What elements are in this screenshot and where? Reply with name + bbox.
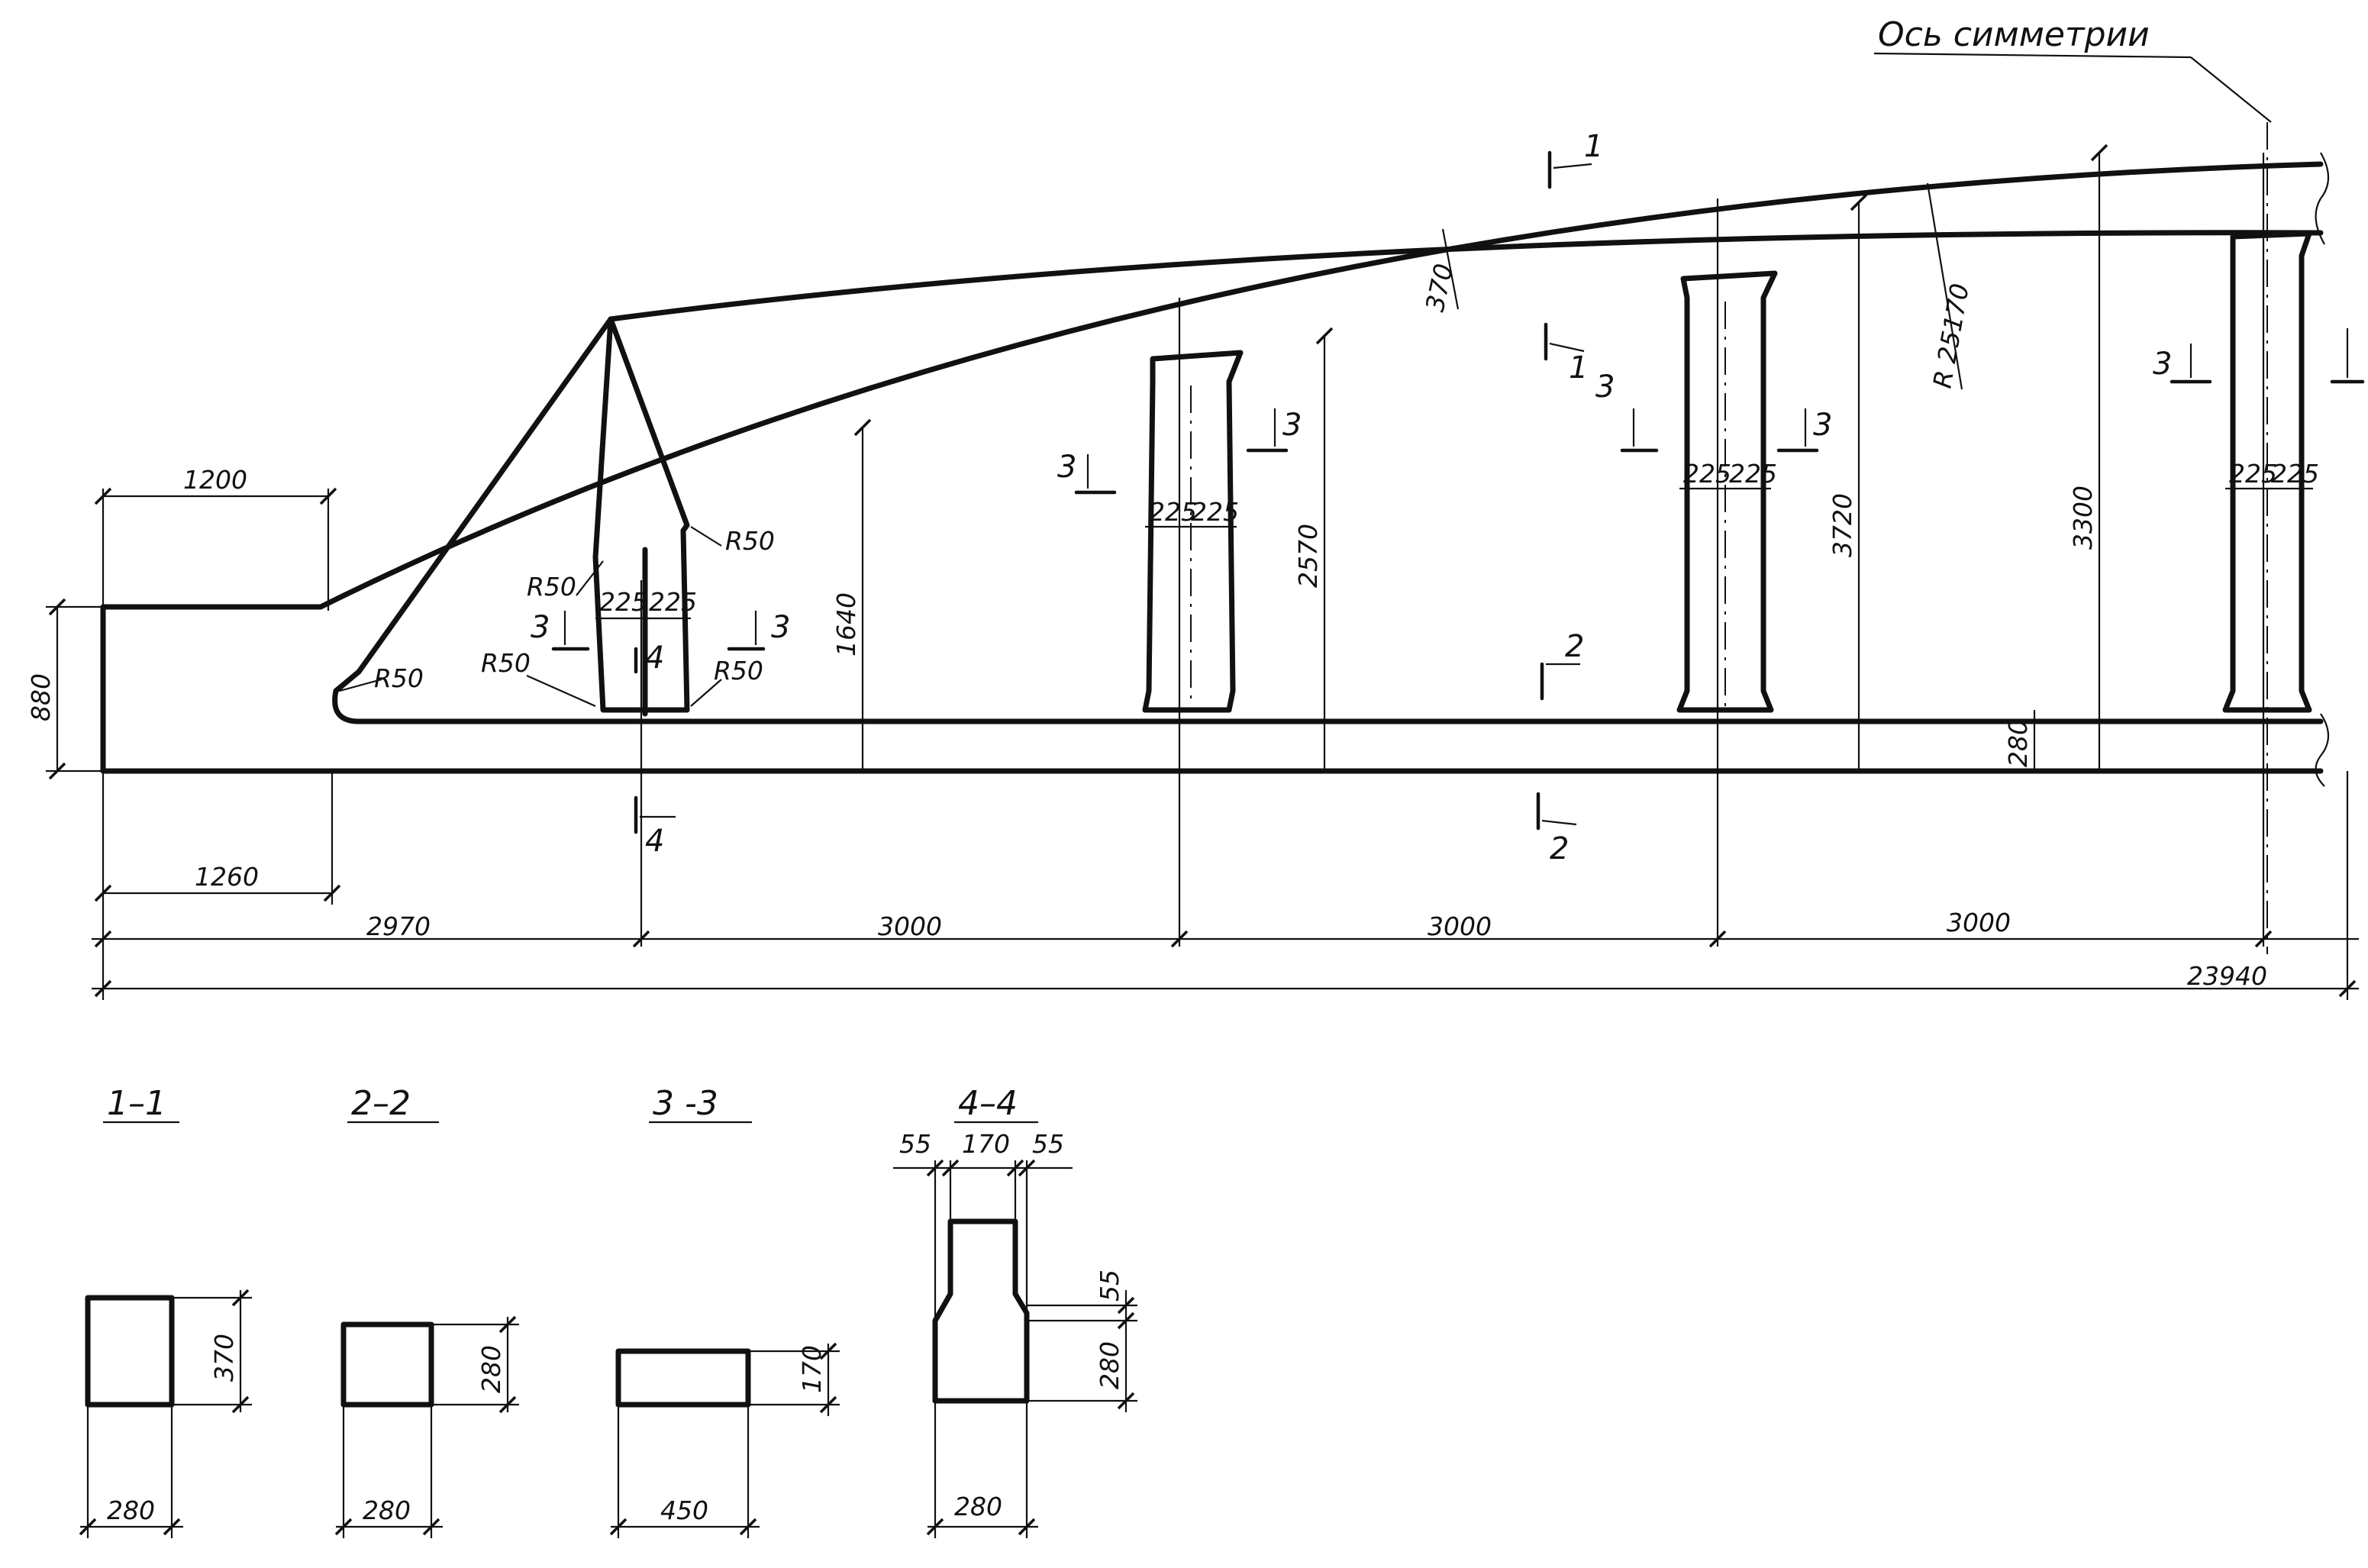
dim-span-4: 3000	[1947, 908, 2011, 937]
section-1-1-width: 280	[107, 1495, 155, 1525]
section-4-4-top-right: 55	[1032, 1129, 1064, 1159]
dim-post3-right: 225	[1729, 459, 1777, 489]
truss-outline	[100, 161, 2324, 774]
section-marks: 1 1 2 2 4 4 3 3 3 3	[531, 129, 2365, 866]
dim-overall: 23940	[2187, 961, 2267, 991]
mark-4-bottom: 4	[645, 824, 664, 859]
section-4-4-title: 4–4	[958, 1084, 1018, 1123]
radius-label: R 25170	[1927, 281, 1974, 390]
dimensions: 1200 1260 2970 3000 3000 3000 23940 880 …	[26, 144, 2359, 1000]
dim-end-step-top: 1200	[183, 465, 247, 495]
dim-post4-right: 225	[2271, 459, 2319, 489]
axis-leader-h	[1873, 52, 2192, 59]
section-2-2-width: 280	[363, 1495, 411, 1525]
dim-post3-left: 225	[1683, 459, 1731, 489]
r50-label-end: R50	[374, 663, 424, 693]
dim-span-2: 3000	[878, 911, 942, 941]
section-4-4-height: 280	[1095, 1341, 1124, 1389]
section-3-3-height: 170	[797, 1345, 827, 1393]
section-3-3-width: 450	[660, 1495, 708, 1525]
opening-first	[592, 316, 690, 713]
section-4-4-width: 280	[954, 1492, 1002, 1521]
section-3-3: 3 -3 170 450	[609, 1084, 840, 1538]
truss-elevation: R 25170 Ось симметрии R50 R50 R50 R50 R5…	[100, 15, 2330, 954]
section-2-2-title: 2–2	[351, 1084, 411, 1123]
svg-text:3: 3	[1813, 408, 1832, 443]
post-second	[1142, 350, 1244, 713]
post-third	[1676, 270, 1778, 713]
dim-post1-right: 225	[649, 587, 697, 617]
dim-post1-left: 225	[599, 587, 647, 617]
dim-bottom-chord: 280	[2003, 719, 2033, 767]
svg-text:3: 3	[531, 610, 550, 645]
svg-text:3: 3	[771, 610, 790, 645]
dim-post2-left: 225	[1149, 497, 1197, 527]
break-line-top	[2315, 152, 2329, 245]
section-3-3-title: 3 -3	[653, 1084, 718, 1123]
r50-label-bottom-right: R50	[714, 656, 763, 686]
dim-end-step-bottom: 1260	[195, 862, 259, 892]
mark-4-top: 4	[645, 640, 664, 676]
mark-2-top: 2	[1565, 629, 1584, 664]
section-4-4-top-mid: 170	[962, 1129, 1010, 1159]
section-1-1-title: 1–1	[107, 1084, 166, 1123]
r50-label-bottom-left: R50	[481, 648, 531, 678]
section-4-4-notch: 55	[1095, 1270, 1124, 1302]
dim-top-chord: 370	[1420, 261, 1459, 315]
section-2-2-height: 280	[476, 1345, 506, 1393]
r50-label-top: R50	[725, 526, 775, 556]
dim-span-first: 2970	[366, 911, 431, 941]
mark-1-top: 1	[1584, 129, 1603, 164]
dim-h1: 1640	[831, 592, 861, 657]
section-2-2: 2–2 280 280	[334, 1084, 519, 1538]
r50-label-left: R50	[527, 572, 576, 602]
dim-post4-left: 225	[2229, 459, 2277, 489]
section-4-4: 4–4 55 170 55 55 280 280	[893, 1084, 1137, 1538]
top-chord-inner	[608, 230, 2324, 322]
dim-h3: 3720	[1828, 493, 1857, 557]
dim-post2-right: 225	[1191, 497, 1239, 527]
axis-leader-d	[2190, 56, 2272, 123]
dim-span-3: 3000	[1428, 911, 1492, 941]
mark-2-bottom: 2	[1550, 831, 1569, 866]
section-1-1: 1–1 370 280	[79, 1084, 252, 1538]
end-panel	[332, 316, 614, 724]
section-4-4-top-left: 55	[899, 1129, 931, 1159]
dim-h4: 3300	[2068, 486, 2098, 550]
svg-text:3: 3	[1057, 450, 1076, 485]
dim-ticks	[94, 487, 2357, 998]
axis-of-symmetry-label: Ось симметрии	[1878, 15, 2150, 54]
svg-text:3: 3	[1595, 369, 1615, 405]
dim-h2: 2570	[1293, 524, 1323, 588]
radius-leader	[1926, 182, 1963, 390]
svg-text:3: 3	[1282, 408, 1302, 443]
section-1-1-height: 370	[209, 1334, 239, 1382]
mark-1-bottom: 1	[1569, 350, 1588, 386]
mark-3-group: 3 3 3 3 3 3 3	[531, 328, 2365, 651]
dim-end-height: 880	[26, 673, 56, 721]
svg-text:3: 3	[2153, 347, 2172, 382]
break-line-bottom	[2315, 713, 2330, 787]
